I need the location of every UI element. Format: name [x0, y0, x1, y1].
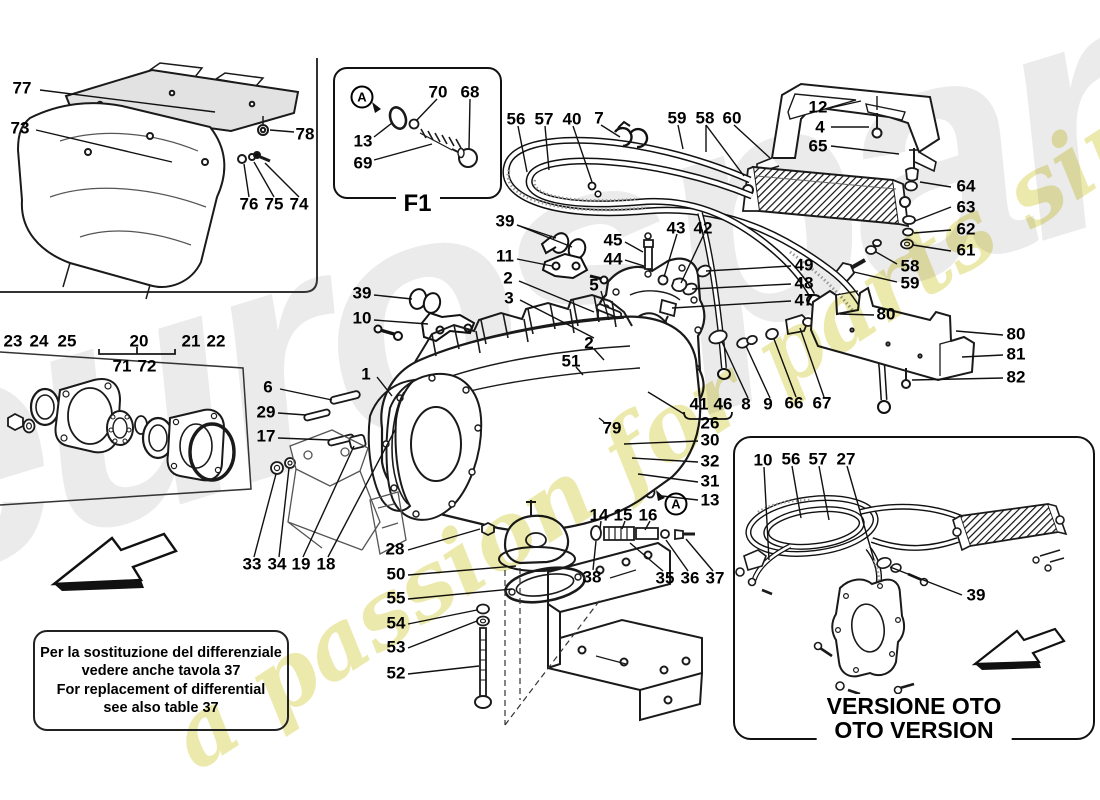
- oto-title-line1: VERSIONE OTO: [826, 693, 1002, 719]
- note-line-italian-1: Per la sostituzione del differenziale: [40, 645, 282, 662]
- gearbox-housing: [270, 293, 702, 555]
- f1-inset-drawing: [372, 102, 478, 168]
- oil-cooler-radiator: [741, 165, 919, 283]
- oto-version-title: VERSIONE OTO OTO VERSION: [816, 693, 1012, 744]
- note-line-english-1: For replacement of differential: [56, 681, 266, 698]
- callout-brackets: [683, 411, 733, 420]
- guard-bracket: [809, 286, 976, 389]
- inset-box-f1: F1: [333, 67, 502, 218]
- frame-top-left: [0, 58, 318, 293]
- heat-shield-assembly: [16, 62, 300, 300]
- replacement-note-box: Per la sostituzione del differenziale ve…: [33, 630, 289, 731]
- leader-lines: [35, 89, 1004, 675]
- radiator-support-bracket: [756, 82, 941, 175]
- oto-title-line2: OTO VERSION: [834, 717, 994, 744]
- direction-arrow: [50, 532, 178, 591]
- bearing-hub-stack: [0, 347, 252, 506]
- mount-and-chassis: [474, 500, 703, 726]
- note-line-italian-2: vedere anche tavola 37: [81, 663, 241, 680]
- inset-f1-label: F1: [395, 190, 440, 218]
- note-line-english-2: see also table 37: [103, 699, 219, 716]
- oto-inset-drawing: [735, 495, 1068, 696]
- inset-box-oto-version: VERSIONE OTO OTO VERSION: [733, 436, 1095, 744]
